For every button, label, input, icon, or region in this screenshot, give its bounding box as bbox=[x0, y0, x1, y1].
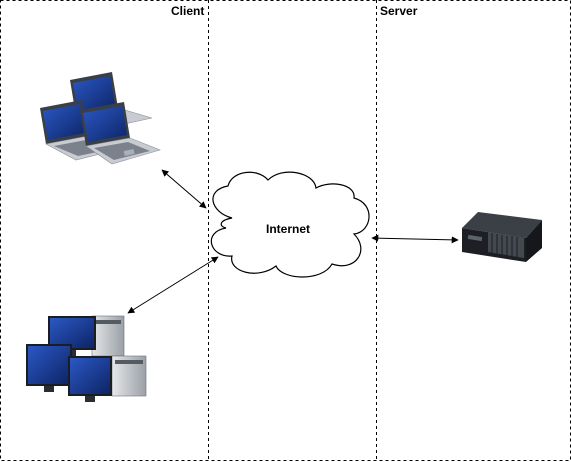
rack-server-icon bbox=[462, 212, 542, 262]
edge-laptops-internet bbox=[161, 169, 207, 209]
connection-arrows bbox=[127, 169, 459, 314]
server-zone-label: Server bbox=[380, 4, 418, 18]
client-zone-label: Client bbox=[171, 4, 205, 18]
edge-internet-server bbox=[371, 234, 459, 244]
edge-desktops-internet bbox=[127, 256, 219, 314]
laptop-group-icon bbox=[40, 72, 161, 165]
internet-cloud-icon bbox=[210, 171, 370, 278]
desktop-group-icon bbox=[26, 315, 147, 402]
internet-label: Internet bbox=[265, 222, 310, 236]
